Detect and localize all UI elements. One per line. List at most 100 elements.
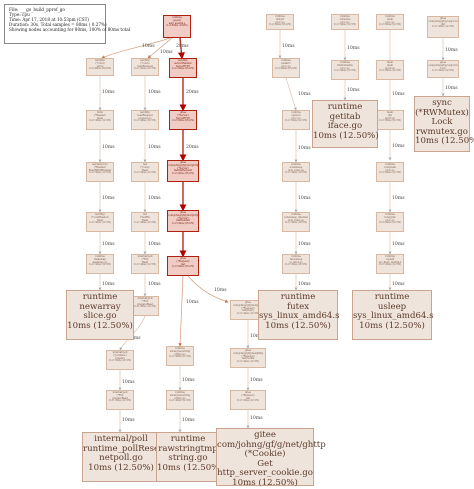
node-text: pprof.go <box>384 66 396 70</box>
graph-node[interactable]: net/http (*conn) readRequest 0 of 10ms (… <box>131 58 159 76</box>
graph-node[interactable]: gitee com/johng/gf/g/net/ghttp (*Server)… <box>167 160 199 182</box>
edge-label: 10ms <box>128 336 141 341</box>
leaf-node-getitab[interactable]: runtime getitab iface.go 10ms (12.50%) <box>312 100 379 148</box>
node-text: goexit <box>173 18 181 22</box>
graph-node[interactable]: gitee (*Request) Get 0 of 20ms (25.0%) <box>167 256 199 276</box>
graph-node[interactable]: runtime findrunnable proc.go 0 of 10ms (… <box>331 60 359 80</box>
node-text: runtime <box>175 391 185 394</box>
node-text: runtime <box>275 15 285 18</box>
edge-label: 10ms <box>392 92 405 97</box>
node-text: 0 of 20ms (25.0%) <box>171 222 195 226</box>
node-text: 0 of 10ms (12.5%) <box>88 119 112 123</box>
node-text: main <box>387 111 393 114</box>
node-text: Read <box>141 218 149 222</box>
graph-node[interactable]: internal/poll (*FD) prepareRead 0 of 10m… <box>106 390 134 410</box>
node-text: schedule <box>339 17 351 21</box>
node-text: mstart <box>276 17 284 21</box>
node-text: 0 of 10ms (12.5%) <box>333 69 357 73</box>
legend-type: Type: cpu <box>9 12 30 17</box>
graph-node[interactable]: net/http readRequest request.go 0 of 10m… <box>131 110 159 130</box>
node-text: lock_futex.go <box>287 168 305 172</box>
edge <box>285 77 297 111</box>
node-text: (*FD) <box>141 257 149 261</box>
graph-node[interactable]: runtime runqsteal proc.go 0 of 10ms (12.… <box>376 162 404 182</box>
graph-node[interactable]: runtime slicebytetostring string.go 0 of… <box>166 390 194 410</box>
graph-node[interactable]: gitee com/johng/gf/g/net/ghttp (*Request… <box>230 348 266 368</box>
graph-node[interactable]: runtime notetsleep lock_futex.go 0 of 10… <box>282 162 310 182</box>
graph-node[interactable]: net (*conn) Read 0 of 10ms (12.5%) <box>131 162 159 182</box>
node-text: prepareRead <box>112 396 128 400</box>
graph-node[interactable]: gitee com/johng/gf/g/os/gcron init 0 of … <box>427 16 459 38</box>
graph-node[interactable]: internal/poll (*FD) prepareRead 0 of 10m… <box>131 296 159 316</box>
graph-node[interactable]: runtime mstart1 proc.go 0 of 20ms (25.0%… <box>272 58 300 78</box>
node-text: gitee <box>179 161 187 164</box>
graph-node[interactable]: net/http serverHandler ServeHTTP 0 of 20… <box>169 58 197 78</box>
leaf-node-newarray[interactable]: runtime newarray slice.go 10ms (12.50%) <box>66 290 134 340</box>
edge-label: 10ms <box>148 145 161 150</box>
graph-node[interactable]: runtime slicebytetostring string.go 0 of… <box>166 346 194 366</box>
node-text: 0 of 10ms (12.5%) <box>236 312 260 316</box>
graph-node-root[interactable]: runtime goexit asm_amd64.s 0 of 80ms (10… <box>163 15 191 38</box>
node-text: 0 of 10ms (12.5%) <box>333 23 357 27</box>
edge-label: 10ms <box>186 300 199 305</box>
node-text: net/textproto <box>92 163 108 166</box>
node-text: 0 of 10ms (12.5%) <box>133 263 157 267</box>
graph-node[interactable]: runtime mstart proc.go 0 of 20ms (25.0%) <box>266 14 294 30</box>
node-text: 0 of 10ms (12.5%) <box>378 69 402 73</box>
node-text: 0 of 20ms (25.0%) <box>171 119 195 123</box>
graph-node[interactable]: gitee (*Server) ServeHTTP 0 of 20ms (25.… <box>169 110 197 130</box>
node-text: 0 of 10ms (12.5%) <box>168 355 192 359</box>
node-text: proc.go <box>340 20 350 24</box>
graph-node[interactable]: bufio (*Reader) Peek 0 of 10ms (12.5%) <box>86 110 114 130</box>
node-text: runtime <box>175 347 185 350</box>
edge-label: 10ms <box>445 48 458 53</box>
graph-node[interactable]: runtime futexsleep os_linux.go 0 of 10ms… <box>282 254 310 274</box>
graph-node[interactable]: gitee com/johng/gf/g/net/ghttp (*Server)… <box>167 210 199 232</box>
node-text: 0 of 10ms (12.5%) <box>133 305 157 309</box>
graph-node[interactable]: runtime makemap hashmap.go 0 of 10ms (12… <box>86 254 114 274</box>
node-text: 0 of 10ms (12.5%) <box>236 399 260 403</box>
graph-node[interactable]: net/http (*connReader) Read 0 of 10ms (1… <box>86 212 114 232</box>
node-text: runtime <box>170 434 206 444</box>
leaf-node-futex[interactable]: runtime futex sys_linux_amd64.s 10ms (12… <box>258 290 340 340</box>
graph-node[interactable]: internal/poll (*pollDesc) prepare 0 of 1… <box>106 350 134 370</box>
leaf-node-rwmutex[interactable]: sync (*RWMutex) Lock rwmutex.go 10ms (12… <box>414 96 474 152</box>
node-text: gitee <box>244 349 252 352</box>
node-text: proc.go <box>385 218 395 222</box>
node-text: ReadMIMEHeader <box>88 168 112 172</box>
graph-node[interactable]: gitee com/johng/gf/g/os/gcron loop 0 of … <box>427 60 459 78</box>
leaf-node-rawstringtmp[interactable]: runtime rawstringtmp string.go 10ms (12.… <box>156 432 223 482</box>
graph-node[interactable]: main main pprof.go 0 of 10ms (12.5%) <box>376 60 404 80</box>
node-text: ServeHTTP <box>176 116 190 120</box>
edge-label: 10ms <box>445 86 458 91</box>
graph-node[interactable]: net/http (*conn) serve 0 of 40ms (50.0%) <box>86 58 114 76</box>
graph-node[interactable]: gitee (*Request) Get 0 of 10ms (12.5%) <box>230 390 266 410</box>
graph-node[interactable]: runtime sysmon proc.go 0 of 10ms (12.5%) <box>282 110 310 130</box>
node-text: runtime <box>385 213 395 216</box>
graph-node[interactable]: runtime main proc.go 0 of 10ms (12.5%) <box>376 14 404 30</box>
node-text: com/johng/gf/g/os/gcron <box>428 19 458 23</box>
node-text: getitab <box>329 111 361 122</box>
leaf-node-pollreset[interactable]: internal/poll runtime_pollReset netpoll.… <box>82 432 163 482</box>
node-text: http_server_cookie.go <box>217 468 313 479</box>
node-text: readRequest <box>137 64 153 68</box>
graph-node[interactable]: runtime schedule proc.go 0 of 10ms (12.5… <box>331 14 359 30</box>
edge-label: 10ms <box>102 282 115 287</box>
leaf-node-cookie-get[interactable]: gitee com/johng/gf/g/net/ghttp (*Cookie)… <box>216 428 326 488</box>
graph-node[interactable]: net/textproto (*Reader) ReadMIMEHeader 0… <box>86 162 114 182</box>
node-text: readRequest <box>137 113 153 117</box>
graph-node[interactable]: net (*netFD) Read 0 of 10ms (12.5%) <box>131 212 159 232</box>
node-text: serve <box>96 64 104 68</box>
node-text: 0 of 40ms (50.0%) <box>88 67 112 71</box>
graph-node[interactable]: runtime runqgrab proc.go 0 of 10ms (12.5… <box>376 212 404 232</box>
graph-node[interactable]: internal/poll (*FD) Read 0 of 10ms (12.5… <box>131 254 159 274</box>
node-text: 0 of 80ms (100%) <box>166 24 188 28</box>
graph-node[interactable]: gitee com/johng/gf/g/net/ghttp (*Request… <box>230 300 266 320</box>
graph-node[interactable]: main init pprof.go 0 of 10ms (12.5%) <box>376 110 404 130</box>
leaf-node-usleep[interactable]: runtime usleep sys_linux_amd64.s 10ms (1… <box>352 290 434 340</box>
graph-node[interactable]: runtime notetsleep_internal lock_futex.g… <box>282 212 310 232</box>
edge-label: 10ms <box>142 44 155 49</box>
legend-time: Time: Apr 17, 2018 at 10:53pm (CST) <box>9 17 90 22</box>
edge-label: 10ms <box>148 196 161 201</box>
graph-node[interactable]: runtime osyield sys_linux_amd64.s 0 of 1… <box>376 254 404 274</box>
